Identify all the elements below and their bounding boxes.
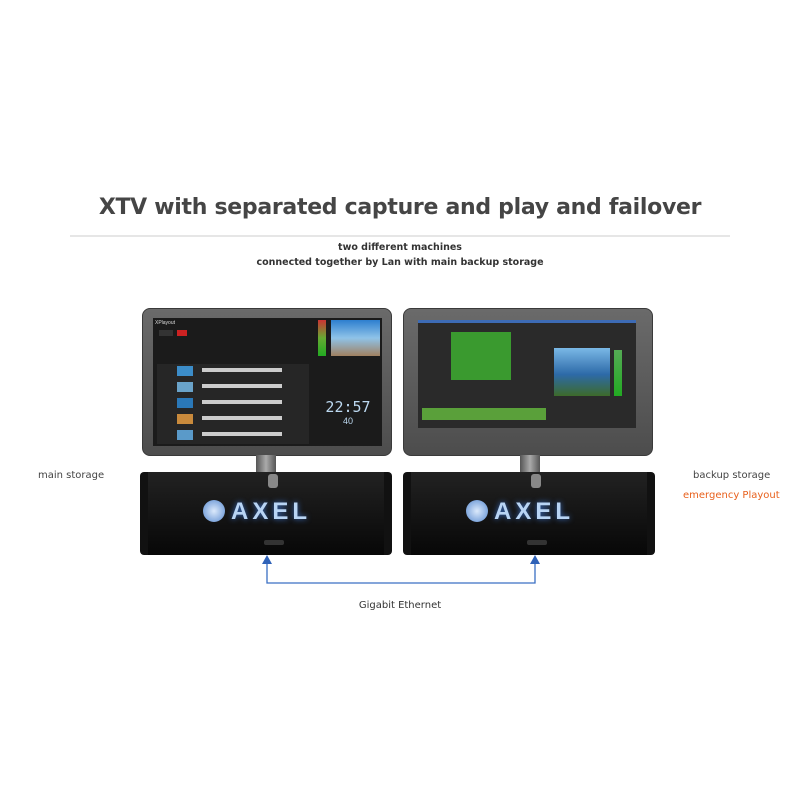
record-button [177, 330, 187, 336]
axel-logo-mark-icon [203, 500, 225, 522]
play-button [159, 330, 173, 336]
front-slot [527, 540, 547, 545]
playlist-progress-bar [202, 432, 282, 436]
clip-thumbnail [177, 414, 193, 424]
clock-time: 22:57 [325, 398, 371, 416]
clip-thumbnail [177, 366, 193, 376]
axel-logo-text: AXEL [494, 498, 575, 525]
emergency-playout-label: emergency Playout [683, 490, 780, 501]
backup-storage-label: backup storage [693, 470, 771, 481]
backup-server: AXEL [403, 472, 655, 555]
clip-thumbnail [177, 398, 193, 408]
clip-thumbnail [177, 430, 193, 440]
front-slot [264, 540, 284, 545]
playlist-progress-bar [202, 400, 282, 404]
main-server: AXEL [140, 472, 392, 555]
window-title-bar [418, 320, 636, 323]
lock-icon [268, 474, 278, 488]
axel-logo: AXEL [203, 498, 311, 526]
axel-logo-mark-icon [466, 500, 488, 522]
playlist-panel [157, 364, 309, 444]
timeline-strip [422, 408, 546, 420]
title-divider [70, 235, 730, 237]
left-monitor: XPlayout 22:57 40 [142, 308, 392, 456]
main-storage-label: main storage [38, 470, 105, 481]
preview-thumbnail [331, 320, 380, 356]
xplayout-screen: XPlayout 22:57 40 [153, 318, 382, 446]
playlist-progress-bar [202, 416, 282, 420]
axel-logo-text: AXEL [231, 498, 312, 525]
gigabit-link [262, 555, 540, 584]
lock-icon [531, 474, 541, 488]
app-title: XPlayout [155, 320, 176, 326]
audio-meter [614, 350, 622, 396]
gigabit-ethernet-label: Gigabit Ethernet [358, 600, 442, 611]
arrowhead-right-icon [530, 555, 540, 564]
subtitle-line-1: two different machines [338, 242, 462, 253]
diagram-title: XTV with separated capture and play and … [98, 195, 702, 220]
axel-logo: AXEL [466, 498, 574, 526]
clip-thumbnail [177, 382, 193, 392]
arrowhead-left-icon [262, 555, 272, 564]
clock-seconds: 40 [342, 416, 353, 426]
right-monitor-stand [520, 455, 540, 473]
capture-screen [418, 320, 636, 428]
right-monitor [403, 308, 653, 456]
playlist-progress-bar [202, 368, 282, 372]
football-video [451, 332, 511, 380]
link-line [266, 562, 536, 584]
left-monitor-stand [256, 455, 276, 473]
playlist-progress-bar [202, 384, 282, 388]
audio-meter [318, 320, 326, 356]
landscape-video [554, 348, 610, 396]
subtitle-line-2: connected together by Lan with main back… [256, 257, 544, 268]
